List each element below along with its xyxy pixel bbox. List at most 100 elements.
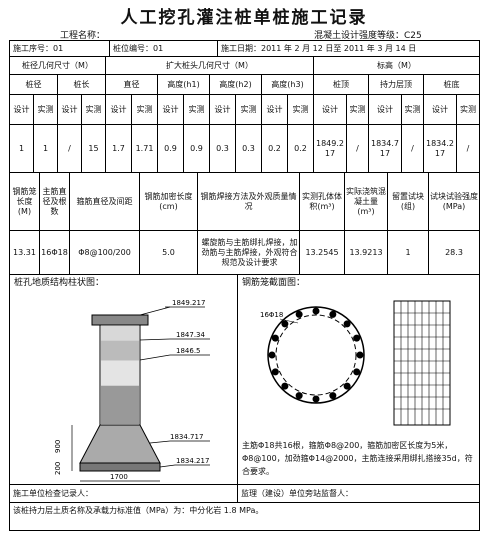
header-main-bar: 主筋直径及根数 — [40, 173, 70, 230]
header-concrete-volume: 实际浇筑混凝土量(m³) — [345, 173, 388, 230]
label-measured: 实测 — [132, 95, 158, 124]
value-cell: 1849.217 — [314, 125, 347, 172]
row-diagrams: 桩孔地质结构柱状图： — [10, 275, 479, 485]
cage-section-diagram: 16Φ18 — [260, 300, 451, 426]
construction-date: 施工日期：2011 年 2 月 12 日至 2011 年 3 月 14 日 — [221, 43, 417, 53]
value-cell: 0.2 — [288, 125, 314, 172]
sub-header-diameter: 桩径 — [10, 75, 58, 94]
construction-seq: 施工序号：01 — [10, 41, 110, 56]
label-measured: 实测 — [82, 95, 106, 124]
row-rebar-values: 13.31 16Φ18 Φ8@100/200 5.0 螺旋筋与主筋绑扎焊接，加劲… — [10, 231, 479, 275]
label-measured: 实测 — [236, 95, 262, 124]
base-elevation: 1834.217 — [176, 457, 209, 465]
value-cell: 0.2 — [262, 125, 288, 172]
concrete-grade: 混凝土设计强度等级：C25 — [314, 31, 422, 41]
label-design: 设计 — [106, 95, 132, 124]
cage-note: 主筋Φ18共16根，箍筋Φ8@200，箍筋加密区长度为5米，Φ8@100，加劲箍… — [242, 441, 473, 476]
row-dimension-values: 1 1 / 15 1.7 1.71 0.9 0.9 0.3 0.3 0.2 0.… — [10, 125, 479, 173]
value-cell: 15 — [82, 125, 106, 172]
sub-header-pile-top: 桩顶 — [314, 75, 369, 94]
header-hole-volume: 实测孔体体积(m³) — [300, 173, 345, 230]
cage-panel-title: 钢筋笼截面图： — [242, 278, 306, 288]
top-elevation: 1849.217 — [172, 299, 205, 307]
value-cell: / — [347, 125, 369, 172]
cage-length-value: 13.31 — [10, 231, 40, 274]
value-cell: / — [466, 143, 470, 153]
header-cage-length: 钢筋笼长度(M) — [10, 173, 40, 230]
cage-section-panel: 钢筋笼截面图： 16Φ18 — [238, 275, 479, 484]
document-title: 人工挖孔灌注桩单桩施工记录 — [120, 8, 368, 28]
label-design: 设计 — [58, 95, 82, 124]
label-design: 设计 — [10, 95, 34, 124]
value-cell: / — [402, 125, 424, 172]
dim-1700: 1700 — [110, 473, 128, 481]
elevation-header: 标高（M） — [377, 60, 416, 70]
stirrup-value: Φ8@100/200 — [70, 231, 140, 274]
pile-head-dim-header: 扩大桩头几何尺寸（M） — [106, 57, 314, 74]
sub-header-h3: 高度(h3) — [262, 75, 314, 94]
pile-number: 桩位编号：01 — [110, 41, 218, 56]
main-bar-dot — [343, 382, 351, 390]
value-cell: / — [58, 125, 82, 172]
welding-quality-value: 螺旋筋与主筋绑扎焊接，加劲筋与主筋焊接，外观符合规范及设计要求 — [198, 231, 300, 274]
header-densified-length: 钢筋加密长度(cm) — [140, 173, 198, 230]
row-signatures: 施工单位检查记录人： 监理（建设）单位旁站监督人： — [10, 485, 479, 503]
header-test-strength: 试块试验强度(MPa) — [430, 191, 478, 211]
pile-body-dim-header: 桩径几何尺寸（M） — [10, 57, 106, 74]
header-test-blocks: 留置试块(组) — [388, 173, 429, 230]
value-cell: 1 — [34, 125, 58, 172]
bearing-elevation: 1834.717 — [170, 433, 203, 441]
row-basic-info: 施工序号：01 桩位编号：01 施工日期：2011 年 2 月 12 日至 20… — [10, 41, 479, 57]
label-measured: 实测 — [347, 95, 369, 124]
row-sub-headers: 桩径 桩长 直径 高度(h1) 高度(h2) 高度(h3) 桩顶 持力层顶 桩底 — [10, 75, 479, 95]
main-bar-dot — [353, 334, 361, 342]
recorder-label: 施工单位检查记录人： — [10, 485, 238, 502]
value-cell: 1834.217 — [424, 125, 457, 172]
row-design-measured: 设计 实测 设计 实测 设计 实测 设计 实测 设计 实测 设计 实测 设计 实… — [10, 95, 479, 125]
value-cell: 0.9 — [158, 125, 184, 172]
cage-bar-spec: 16Φ18 — [260, 311, 283, 319]
mid-elevation: 1847.34 — [176, 331, 205, 339]
label-design: 设计 — [210, 95, 236, 124]
main-bar-dot — [329, 310, 337, 318]
label-design: 设计 — [369, 95, 402, 124]
label-design: 设计 — [158, 95, 184, 124]
record-sheet: 施工序号：01 桩位编号：01 施工日期：2011 年 2 月 12 日至 20… — [9, 40, 480, 531]
row-bearing-capacity: 该桩持力层土质名称及承载力标准值（MPa）为：中分化岩 1.8 MPa。 — [10, 503, 479, 530]
row-dimension-groups: 桩径几何尺寸（M） 扩大桩头几何尺寸（M） 标高（M） — [10, 57, 479, 75]
header-welding-quality: 钢筋焊接方法及外观质量情况 — [198, 173, 300, 230]
value-cell: 1834.717 — [369, 125, 402, 172]
main-bar-dot — [343, 320, 351, 328]
label-design: 设计 — [262, 95, 288, 124]
test-strength-value: 28.3 — [445, 247, 463, 257]
project-name-label: 工程名称： — [60, 31, 106, 41]
value-cell: 1 — [10, 125, 34, 172]
main-bar-dot — [312, 395, 320, 403]
label-design: 设计 — [424, 95, 457, 124]
row-rebar-headers: 钢筋笼长度(M) 主筋直径及根数 箍筋直径及间距 钢筋加密长度(cm) 钢筋焊接… — [10, 173, 479, 231]
low-elevation: 1846.5 — [176, 347, 201, 355]
value-cell: 1.71 — [132, 125, 158, 172]
value-cell: 0.3 — [236, 125, 262, 172]
header-stirrup: 箍筋直径及间距 — [70, 173, 140, 230]
sub-header-h2: 高度(h2) — [210, 75, 262, 94]
geology-column-diagram: 1849.217 1847.34 1846.5 1834.717 1834.21… — [54, 299, 210, 482]
main-bar-dot — [271, 334, 279, 342]
main-bar-dot — [329, 392, 337, 400]
label-measured: 实测 — [184, 95, 210, 124]
main-bar-dot — [312, 307, 320, 315]
dim-200: 200 — [54, 462, 62, 475]
main-bar-dot — [356, 351, 364, 359]
main-bar-dot — [281, 320, 289, 328]
label-design: 设计 — [314, 95, 347, 124]
sub-header-bearing-top: 持力层顶 — [369, 75, 424, 94]
densified-length-value: 5.0 — [140, 231, 198, 274]
test-blocks-value: 1 — [388, 231, 429, 274]
value-cell: 0.3 — [210, 125, 236, 172]
main-bar-dot — [281, 382, 289, 390]
supervisor-label: 监理（建设）单位旁站监督人： — [241, 488, 353, 498]
label-measured: 实测 — [402, 95, 424, 124]
label-measured: 实测 — [34, 95, 58, 124]
geology-panel-title: 桩孔地质结构柱状图： — [14, 278, 105, 288]
geology-panel: 桩孔地质结构柱状图： — [10, 275, 238, 484]
